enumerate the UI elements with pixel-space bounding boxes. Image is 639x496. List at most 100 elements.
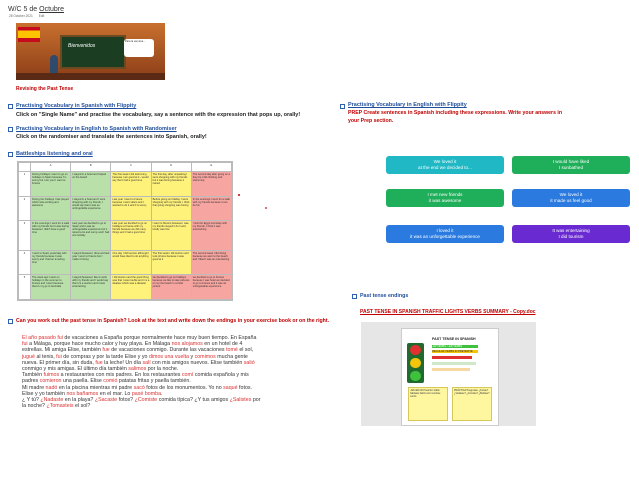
- grid-cell: Last year I went to France because I wen…: [110, 195, 152, 222]
- past-tense-verb: fuimos: [43, 372, 60, 379]
- battleships-grid[interactable]: A B C D E 1 During holidays I went to go…: [17, 161, 233, 301]
- story-text: a restaurantes con mis padres. En los re…: [59, 372, 182, 379]
- teacher-figure: [50, 55, 58, 77]
- story-text: comida española y mis padres: [22, 372, 249, 385]
- story-text: fotos.: [237, 384, 253, 391]
- past-tense-verb: fui: [22, 341, 28, 348]
- checkbox-past-tense[interactable]: [352, 294, 357, 299]
- checkbox-flippity-english[interactable]: [340, 104, 345, 109]
- grid-row: 3 In the evenings I went for a walk with…: [18, 220, 233, 251]
- grid-header: D: [150, 162, 192, 172]
- grid-row: 5 The week ago I went on holidays in the…: [18, 274, 233, 300]
- document-page: PAST TENSE IN SPANISH -AR VERBS / -ER VE…: [401, 328, 499, 426]
- checkbox-flippity-spanish[interactable]: [8, 104, 13, 109]
- revise-heading: Revising the Past Tense: [16, 86, 74, 92]
- checkbox-randomiser[interactable]: [8, 127, 13, 132]
- story-text: fotos?: [117, 397, 135, 404]
- past-tense-verb: nos bañamos: [66, 390, 99, 397]
- story-text: y: [188, 353, 195, 360]
- past-tense-question: Can you work out the past tense in Spani…: [16, 318, 330, 324]
- grid-cell: I went to Spain yesterday with my friend…: [29, 249, 72, 276]
- grid-cell: The second week I did diving because we …: [190, 249, 233, 276]
- battleships-link[interactable]: Battleships listening and oral: [16, 151, 93, 157]
- randomiser-link[interactable]: Practising Vocabulary in English to Span…: [16, 126, 177, 132]
- past-tense-verb: fue: [95, 359, 103, 366]
- grid-header: C: [110, 162, 152, 172]
- story-text: a Málaga, porque hace mucho calor y hay …: [27, 341, 172, 348]
- grid-row-number: 2: [18, 195, 31, 222]
- past-tense-verb: tomé: [226, 347, 238, 354]
- grid-cell: One day I did tourism although I would h…: [110, 249, 152, 276]
- past-tense-verb: comí: [181, 372, 194, 379]
- story-text: conmigo y mis amigas. El último día tamb…: [22, 366, 129, 373]
- grid-row: 1 During holidays I went to go on holida…: [18, 171, 233, 197]
- story-text: en la playa?: [63, 397, 95, 404]
- story-text: .: [161, 390, 163, 397]
- grid-row-number: 1: [18, 171, 31, 197]
- story-text: comida típica? ¿Y tus amigos: [157, 397, 230, 404]
- checkbox-question[interactable]: [8, 319, 13, 324]
- doc-line: -AR VERBS / -ER VERBS: [432, 345, 478, 348]
- story-text: fotos de los monumentos. Yo no: [144, 384, 224, 391]
- grid-cell: I visit the Egypt someday with my friend…: [190, 220, 233, 251]
- story-paragraph: ¿ Y tú? ¿Nadaste en la playa? ¿Sacaste f…: [22, 397, 262, 409]
- story-text: la leche! Un día: [102, 359, 143, 366]
- checkbox-battleships[interactable]: [8, 152, 13, 157]
- story-text: por la noche.: [146, 366, 179, 373]
- document-preview[interactable]: PAST TENSE IN SPANISH -AR VERBS / -ER VE…: [361, 322, 536, 426]
- story-text: en un hotel de 4 estrellas. Mi amiga Eli…: [22, 341, 243, 354]
- past-tense-verb: bomba: [144, 390, 162, 397]
- story-paragraph: También fuimos a restaurantes con mis pa…: [22, 372, 262, 384]
- grid-cell: I went to Mexico because I was my friend…: [150, 220, 192, 251]
- spain-flag: [18, 27, 40, 42]
- past-tense-verb: jugué: [22, 353, 35, 360]
- story-text: Mi madre: [22, 384, 46, 391]
- traffic-light-icon: [407, 343, 424, 383]
- past-tense-verb: pasé: [131, 390, 144, 397]
- spanish-story-text: El año pasado fui de vacaciones a España…: [22, 335, 262, 409]
- past-tense-verb: nos alojamos: [171, 341, 203, 348]
- grid-cell: I stayed because I drew and last year I …: [70, 249, 112, 276]
- story-text: patatas fritas y paella también.: [117, 378, 191, 385]
- speech-bubble: Para la semana...: [124, 39, 154, 57]
- story-text: ¿ Y tú?: [22, 397, 41, 404]
- story-text: al tenis,: [34, 353, 57, 360]
- doc-note-box: PRÁCTICA Preguntas: ¿Fuiste? ¿Visitaste?…: [452, 387, 492, 421]
- story-text: mucha gente nueva. El primer día, sin du…: [22, 353, 248, 366]
- grid-row-number: 4: [18, 249, 31, 276]
- grid-cell: The first week I did tourism and took ph…: [150, 249, 192, 276]
- prep-instructions: PREP Create sentences in Spanish includi…: [348, 110, 563, 124]
- story-text: en la piscina mientras mi padre: [57, 384, 134, 391]
- randomiser-description: Click on the randomiser and translate th…: [16, 134, 207, 140]
- grid-cell: we decided to go on holidays because we …: [150, 274, 192, 300]
- past-tense-verb: sacó: [133, 384, 145, 391]
- edit-link[interactable]: Edit: [38, 14, 45, 18]
- page-title: W/C 5 de Octubre: [8, 6, 64, 13]
- doc-line: REGULAR VERBS IN PRETERITE: [432, 350, 478, 353]
- flippity-spanish-link[interactable]: Practising Vocabulary in Spanish with Fl…: [16, 103, 137, 109]
- story-paragraph: Mi madre nadó en la piscina mientras mi …: [22, 385, 262, 391]
- story-text: de vacaciones a España porque normalment…: [62, 335, 257, 341]
- story-text: el sol,: [237, 347, 254, 354]
- story-text: el sol?: [73, 403, 91, 410]
- grid-cell: The second day after going on a day trip…: [190, 171, 233, 197]
- grid-cell: In the evenings I went for a walk with m…: [190, 195, 233, 222]
- traffic-lights-doc-link[interactable]: PAST TENSE IN SPANISH TRAFFIC LIGHTS VER…: [360, 309, 536, 315]
- flippity-english-link[interactable]: Practising Vocabulary in English with Fl…: [348, 102, 467, 108]
- classroom-banner-image: Bienvenidos Para la semana...: [16, 23, 165, 80]
- grid-cell: I stayed because I like to work with my …: [70, 274, 112, 300]
- past-tense-verb: comió: [103, 378, 118, 385]
- grid-cell: The first day, after unpacking I went sh…: [150, 171, 192, 197]
- grid-header: A: [29, 162, 72, 172]
- past-tense-verb: comieron: [39, 378, 62, 385]
- grid-row-number: 3: [18, 220, 31, 251]
- story-text: de vacaciones conmigo. Durante las vacac…: [109, 347, 227, 354]
- grid-cell: I did tourism and the good thing was tha…: [110, 274, 152, 300]
